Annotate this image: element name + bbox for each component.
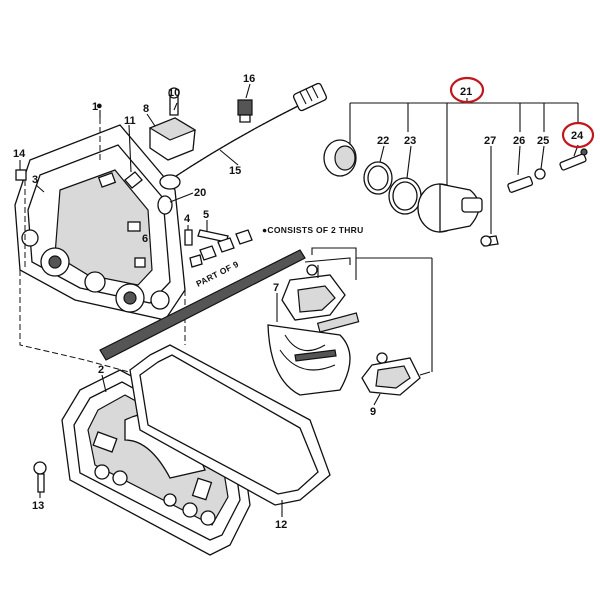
callout-20: 20 <box>194 187 206 199</box>
callout-1-mark: ● <box>96 100 103 112</box>
callout-24: 24 <box>571 130 584 142</box>
callout-2: 2 <box>98 364 104 376</box>
callout-15: 15 <box>229 165 241 177</box>
callout-21: 21 <box>460 86 472 98</box>
consists-note: ●CONSISTS OF 2 THRU <box>262 225 364 235</box>
callout-23: 23 <box>404 135 416 147</box>
instrument-housing <box>14 118 186 376</box>
callout-7: 7 <box>273 282 279 294</box>
callout-27: 27 <box>484 135 496 147</box>
callout-12: 12 <box>275 519 287 531</box>
callout-16: 16 <box>243 73 255 85</box>
callout-labels: ● 1 8 10 11 16 14 3 15 20 4 5 6 2 7 9 12… <box>13 73 584 531</box>
callout-14: 14 <box>13 148 26 160</box>
callout-5: 5 <box>203 209 209 221</box>
speedometer-cable <box>159 82 328 190</box>
highlight-circles <box>449 76 595 149</box>
upper-small-parts <box>15 87 253 268</box>
highlight-circle-24 <box>561 121 595 149</box>
callout-8: 8 <box>143 103 149 115</box>
gauge-assemblies <box>267 247 431 396</box>
callout-9: 9 <box>370 406 376 418</box>
callout-26: 26 <box>513 135 525 147</box>
callout-25: 25 <box>537 135 549 147</box>
callout-1: 1 <box>92 101 98 113</box>
callout-22: 22 <box>377 135 389 147</box>
callout-13: 13 <box>32 500 44 512</box>
callout-6: 6 <box>142 233 148 245</box>
highlight-circle-21 <box>449 76 485 104</box>
sender-unit-parts <box>33 139 588 493</box>
lens-gasket <box>99 249 331 506</box>
callout-10: 10 <box>168 87 180 99</box>
callout-11: 11 <box>124 115 136 127</box>
callout-3: 3 <box>32 174 38 186</box>
leader-lines <box>19 83 579 517</box>
callout-4: 4 <box>184 213 191 225</box>
